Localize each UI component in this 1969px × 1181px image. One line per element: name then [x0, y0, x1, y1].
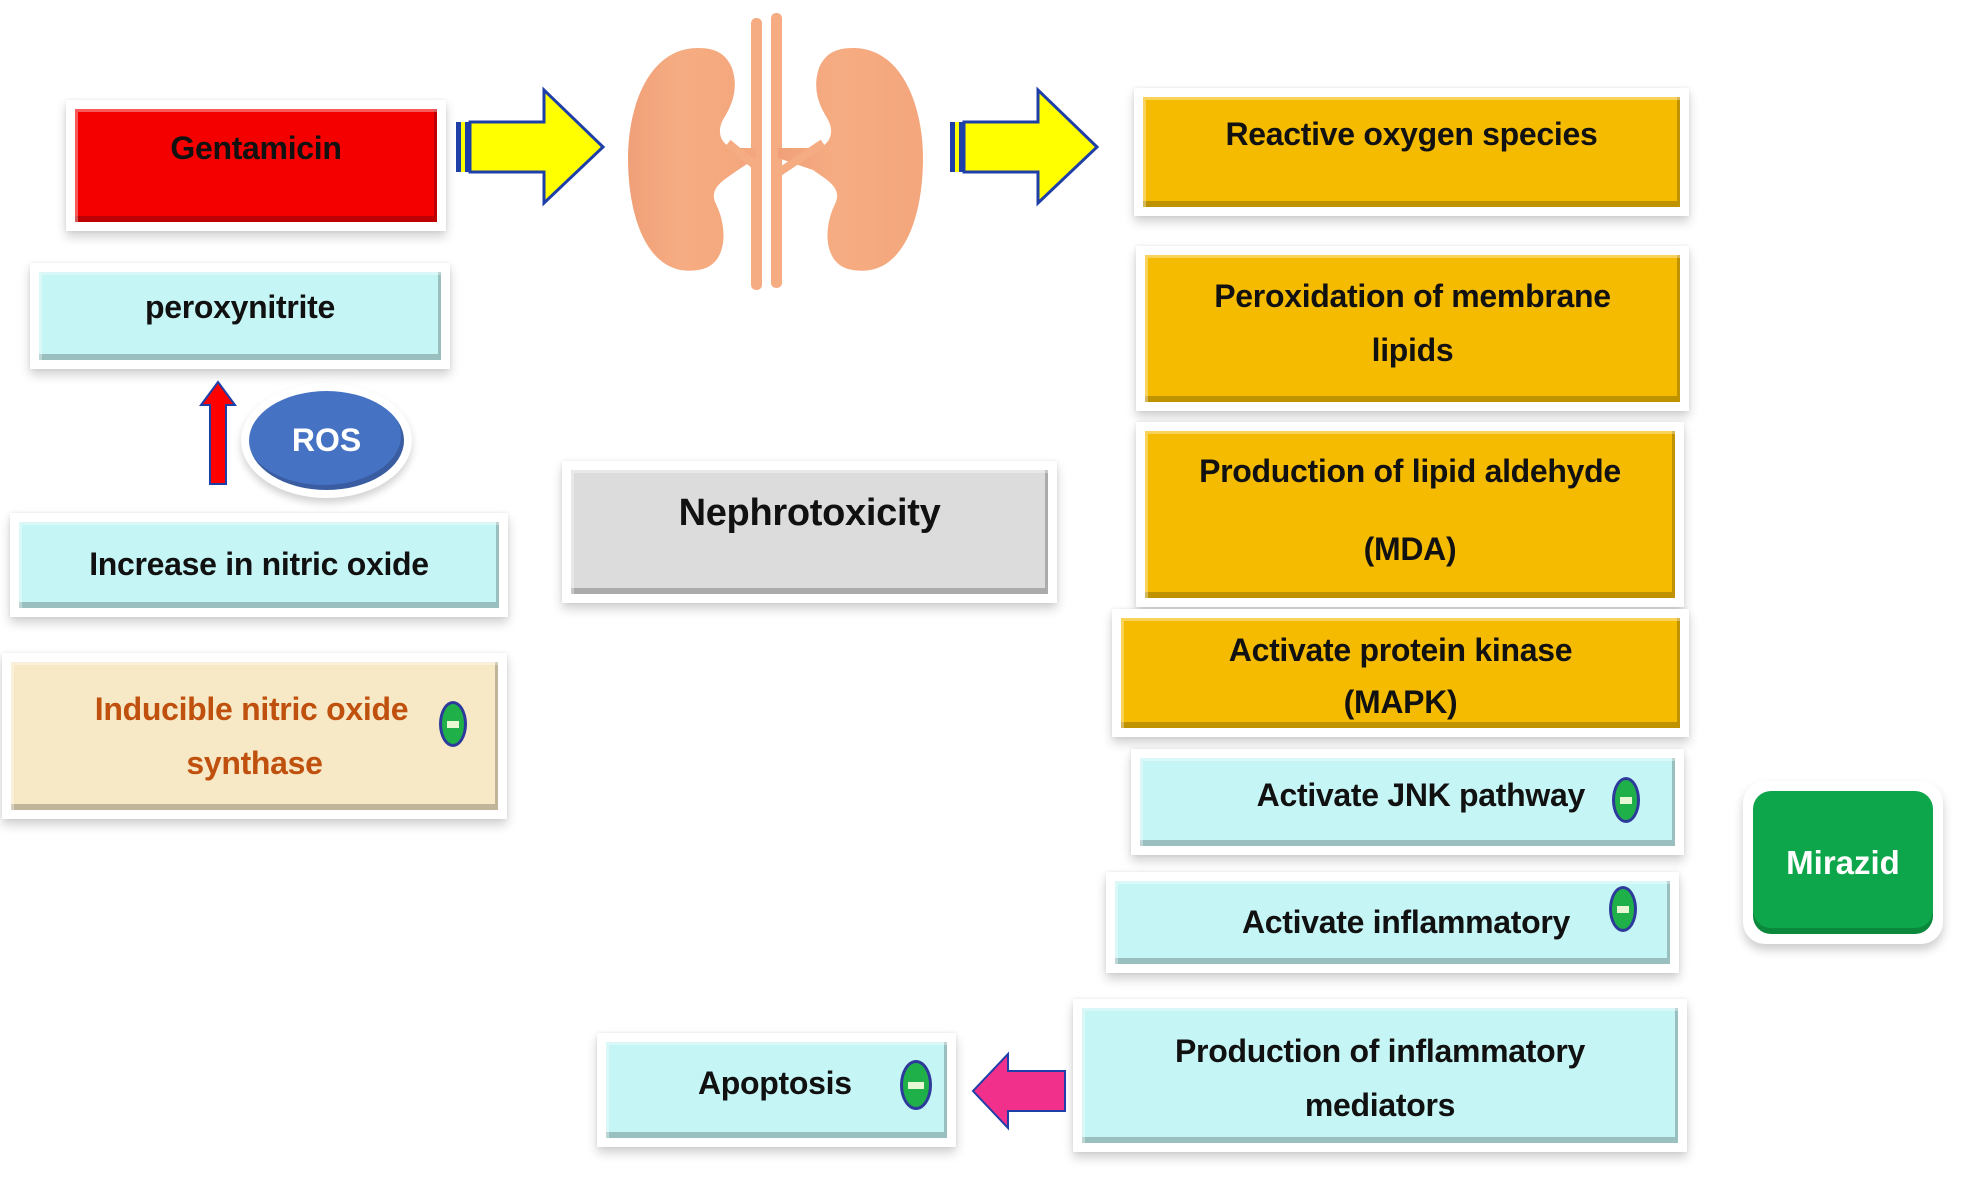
inos-node: Inducible nitric oxide synthase	[2, 653, 507, 819]
inos-label-line1: Inducible nitric oxide	[94, 691, 409, 727]
gentamicin-label: Gentamicin	[170, 130, 342, 166]
lipid-aldehyde-box: Production of lipid aldehyde (MDA)	[1145, 431, 1675, 598]
gentamicin-box: Gentamicin	[75, 109, 437, 222]
jnk-node: Activate JNK pathway	[1131, 749, 1684, 855]
increase-no-node: Increase in nitric oxide	[10, 513, 508, 617]
inos-inhibit-icon	[439, 701, 467, 747]
reactive-oxygen-label: Reactive oxygen species	[1225, 116, 1598, 152]
apoptosis-node: Apoptosis	[597, 1033, 956, 1147]
ros-node: ROS	[241, 383, 412, 498]
ros-label: ROS	[249, 391, 404, 490]
apoptosis-inhibit-icon	[900, 1060, 932, 1110]
flow-arrow-1-icon	[456, 86, 606, 207]
mapk-box: Activate protein kinase (MAPK)	[1121, 618, 1680, 728]
mediators-label-line1: Production of inflammatory	[1175, 1033, 1585, 1069]
inflammatory-label: Activate inflammatory	[1241, 904, 1570, 940]
lipid-aldehyde-label-line2: (MDA)	[1363, 531, 1457, 567]
increase-no-box: Increase in nitric oxide	[19, 522, 499, 608]
peroxynitrite-label: peroxynitrite	[145, 289, 335, 325]
peroxidation-node: Peroxidation of membrane lipids	[1136, 246, 1689, 411]
flow-arrow-2-icon	[950, 86, 1100, 207]
inos-label-line2: synthase	[186, 745, 323, 781]
arrow-up-icon	[199, 380, 237, 485]
gentamicin-node: Gentamicin	[66, 100, 446, 231]
inflammatory-node: Activate inflammatory	[1106, 872, 1679, 973]
mapk-label-line2: (MAPK)	[1343, 684, 1458, 720]
inflammatory-box: Activate inflammatory	[1115, 881, 1670, 964]
kidney-icon	[628, 13, 923, 290]
inos-box: Inducible nitric oxide synthase	[11, 662, 498, 810]
nephrotoxicity-box: Nephrotoxicity	[571, 470, 1048, 594]
mirazid-node: Mirazid	[1743, 781, 1943, 944]
mediators-node: Production of inflammatory mediators	[1073, 999, 1687, 1152]
peroxidation-label-line1: Peroxidation of membrane	[1214, 278, 1611, 314]
jnk-box: Activate JNK pathway	[1140, 758, 1675, 846]
increase-no-label: Increase in nitric oxide	[89, 546, 429, 583]
peroxidation-label-line2: lipids	[1371, 332, 1454, 368]
mirazid-label: Mirazid	[1753, 791, 1933, 934]
apoptosis-box: Apoptosis	[606, 1042, 947, 1138]
result-arrow-icon	[971, 1051, 1066, 1131]
peroxidation-box: Peroxidation of membrane lipids	[1145, 255, 1680, 402]
inflammatory-inhibit-icon	[1609, 886, 1637, 932]
peroxynitrite-box: peroxynitrite	[39, 272, 441, 360]
jnk-label: Activate JNK pathway	[1256, 777, 1586, 813]
mapk-label-line1: Activate protein kinase	[1228, 632, 1573, 668]
lipid-aldehyde-label-line1: Production of lipid aldehyde	[1199, 453, 1621, 489]
mapk-node: Activate protein kinase (MAPK)	[1112, 609, 1689, 737]
peroxynitrite-node: peroxynitrite	[30, 263, 450, 369]
jnk-inhibit-icon	[1612, 777, 1640, 823]
apoptosis-label: Apoptosis	[698, 1065, 852, 1101]
mediators-box: Production of inflammatory mediators	[1082, 1008, 1678, 1143]
nephrotoxicity-node: Nephrotoxicity	[562, 461, 1057, 603]
reactive-oxygen-box: Reactive oxygen species	[1143, 97, 1680, 207]
nephrotoxicity-label: Nephrotoxicity	[678, 492, 941, 534]
lipid-aldehyde-node: Production of lipid aldehyde (MDA)	[1136, 422, 1684, 607]
reactive-oxygen-node: Reactive oxygen species	[1134, 88, 1689, 216]
mediators-label-line2: mediators	[1304, 1087, 1456, 1123]
